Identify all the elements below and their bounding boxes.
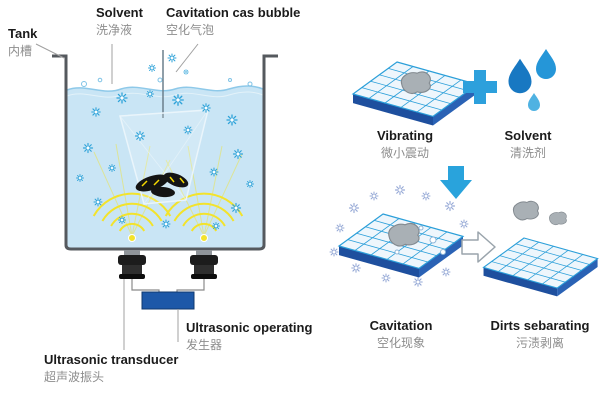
wires bbox=[131, 279, 205, 292]
dirts-separating-label-zh: 污渍剥离 bbox=[515, 336, 564, 351]
ultrasonic-operating-label-en: Ultrasonic operating bbox=[186, 320, 313, 335]
vibrating-label: Vibrating 微小震动 bbox=[355, 128, 455, 161]
dirts-separating-label: Dirts sebarating 污渍剥离 bbox=[485, 318, 595, 351]
tile-cavitation bbox=[329, 184, 470, 287]
solvent-label: Solvent 洗净液 bbox=[96, 5, 143, 38]
leader-lines bbox=[35, 43, 199, 350]
transducer-right bbox=[190, 250, 218, 279]
cavitation-bubble-label-zh: 空化气泡 bbox=[166, 23, 215, 38]
ultrasonic-operating-label-zh: 发生器 bbox=[186, 338, 223, 353]
transducer-left bbox=[118, 250, 146, 279]
vibrating-label-zh: 微小震动 bbox=[380, 146, 429, 161]
dirts-separating-label-en: Dirts sebarating bbox=[490, 318, 590, 333]
vibrating-label-en: Vibrating bbox=[376, 128, 434, 143]
tank-label-zh: 内槽 bbox=[8, 44, 33, 59]
solvent-label-en: Solvent bbox=[96, 5, 143, 20]
down-arrow-icon bbox=[440, 166, 472, 199]
tank-label-en: Tank bbox=[8, 26, 38, 41]
cavitation-label: Cavitation 空化现象 bbox=[351, 318, 451, 351]
ultrasonic-transducer-label-zh: 超声波振头 bbox=[44, 370, 105, 385]
solvent-label-zh: 洗净液 bbox=[96, 23, 133, 38]
cavitation-label-en: Cavitation bbox=[369, 318, 433, 333]
solvent2-label-en: Solvent bbox=[504, 128, 552, 143]
tank-label: Tank 内槽 bbox=[8, 26, 37, 59]
cavitation-bubble-label: Cavitation cas bubble 空化气泡 bbox=[166, 5, 300, 38]
tile-dirts bbox=[482, 200, 599, 297]
cavitation-label-zh: 空化现象 bbox=[376, 336, 425, 351]
generator-box bbox=[141, 291, 195, 310]
solvent-drops-icon bbox=[508, 49, 556, 111]
plus-icon bbox=[463, 70, 497, 104]
cleaned-parts bbox=[135, 172, 189, 198]
solvent2-label-zh: 清洗剂 bbox=[509, 146, 546, 161]
separated-dirt-blobs bbox=[512, 200, 567, 226]
ultrasonic-transducer-label: Ultrasonic transducer 超声波振头 bbox=[44, 352, 178, 385]
ultrasonic-transducer-label-en: Ultrasonic transducer bbox=[44, 352, 179, 367]
tile-vibrating bbox=[352, 61, 478, 127]
cavitation-bubble-label-en: Cavitation cas bubble bbox=[166, 5, 301, 20]
ultrasonic-operating-label: Ultrasonic operating 发生器 bbox=[186, 320, 312, 353]
tank-outline bbox=[52, 54, 278, 251]
solvent2-label: Solvent 清洗剂 bbox=[478, 128, 578, 161]
right-arrow-icon bbox=[461, 231, 496, 263]
